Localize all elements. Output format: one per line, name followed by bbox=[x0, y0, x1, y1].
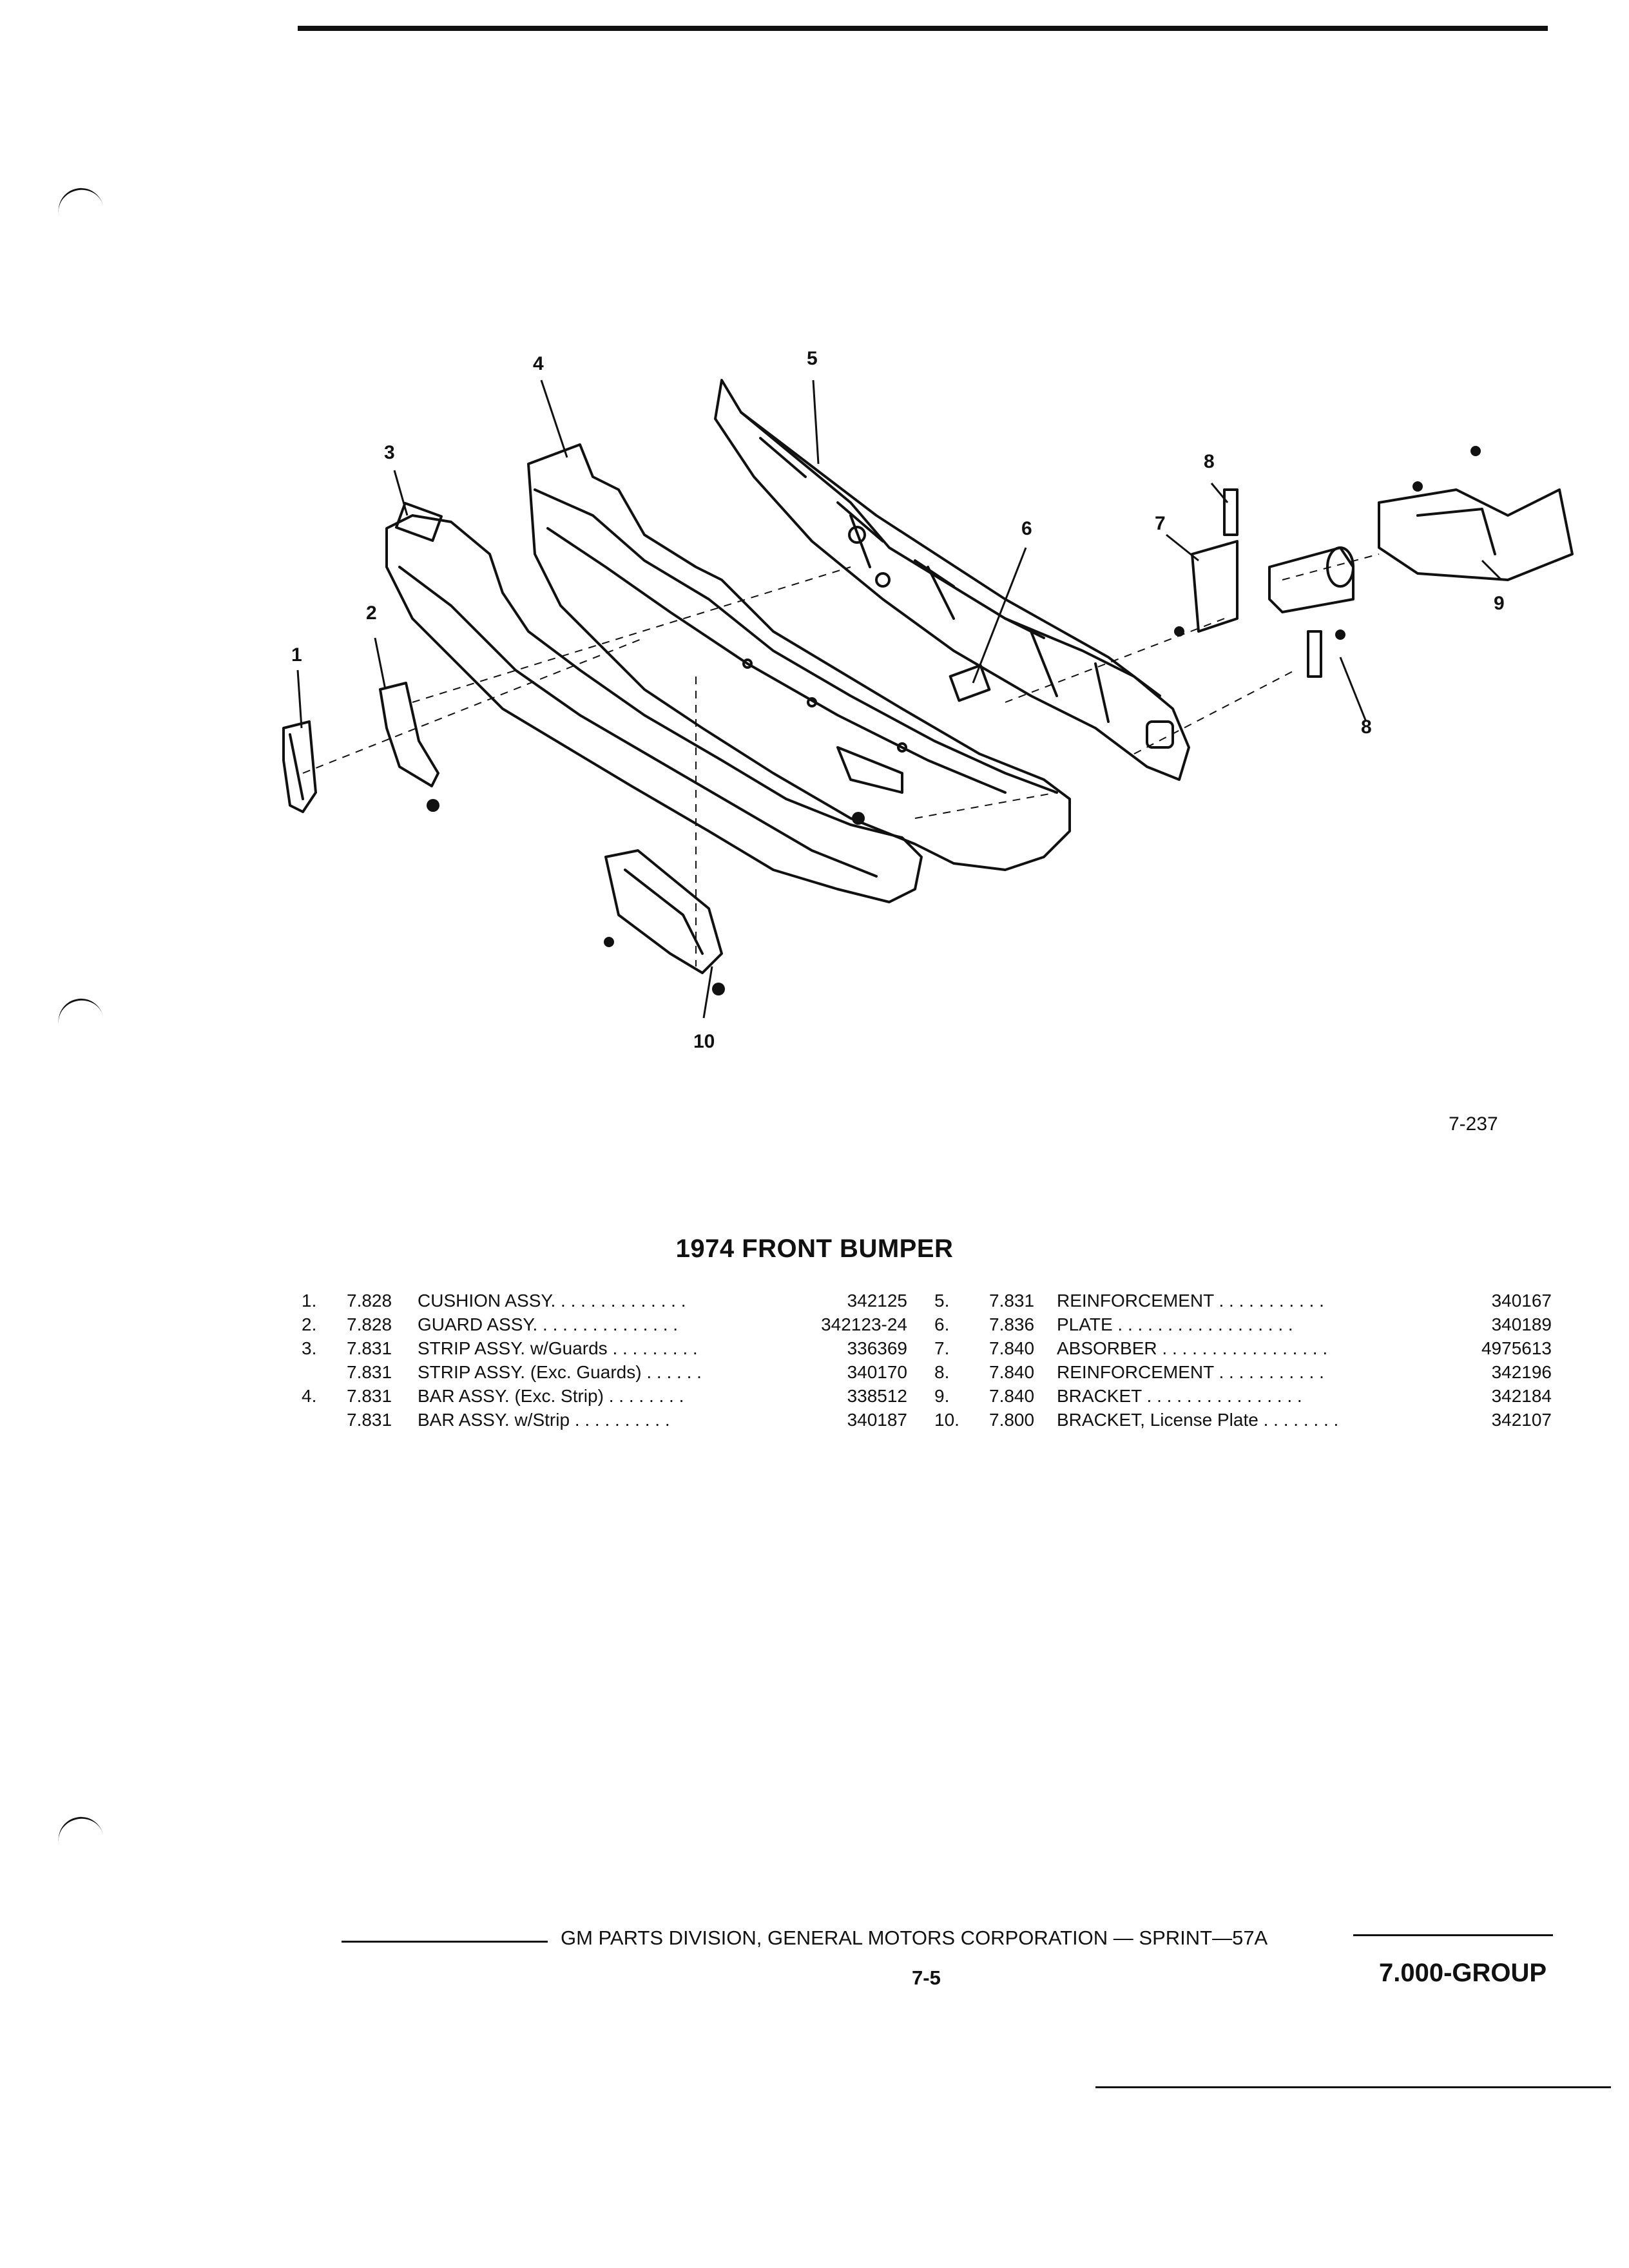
part-license-bracket bbox=[604, 849, 723, 974]
item-index: 6. bbox=[934, 1314, 950, 1334]
group-number: 7.831 bbox=[347, 1362, 392, 1382]
item-index: 10. bbox=[934, 1410, 959, 1430]
parts-row: 7. 7.840 ABSORBER . . . . . . . . . . . … bbox=[934, 1336, 1552, 1360]
part-description: BRACKET, License Plate . . . . . . . . bbox=[1057, 1410, 1339, 1430]
group-number: 7.831 bbox=[347, 1410, 392, 1430]
callout-2: 2 bbox=[366, 602, 377, 624]
group-number: 7.840 bbox=[989, 1362, 1035, 1382]
part-strip bbox=[385, 501, 923, 903]
part-description: ABSORBER . . . . . . . . . . . . . . . .… bbox=[1057, 1338, 1328, 1358]
part-description: STRIP ASSY. (Exc. Guards) . . . . . . bbox=[418, 1362, 702, 1382]
parts-row: 5. 7.831 REINFORCEMENT . . . . . . . . .… bbox=[934, 1289, 1552, 1312]
part-reinforcement bbox=[714, 379, 1190, 781]
parts-list-right: 5. 7.831 REINFORCEMENT . . . . . . . . .… bbox=[934, 1289, 1552, 1432]
item-index: 3. bbox=[302, 1338, 317, 1358]
callout-4: 4 bbox=[533, 353, 544, 374]
part-number: 336369 bbox=[847, 1338, 907, 1358]
group-number: 7.831 bbox=[989, 1291, 1035, 1311]
part-description: REINFORCEMENT . . . . . . . . . . . bbox=[1057, 1362, 1324, 1382]
binder-mark bbox=[54, 1812, 107, 1862]
part-number: 4975613 bbox=[1481, 1338, 1552, 1358]
group-number: 7.831 bbox=[347, 1386, 392, 1406]
callout-8-top: 8 bbox=[1204, 451, 1215, 472]
footer-rule-right bbox=[1353, 1934, 1553, 1936]
page-number: 7-5 bbox=[912, 1966, 941, 1989]
figure-number: 7-237 bbox=[1449, 1113, 1498, 1135]
parts-row: 3. 7.831 STRIP ASSY. w/Guards . . . . . … bbox=[302, 1336, 907, 1360]
part-guard bbox=[379, 682, 439, 787]
callout-6: 6 bbox=[1021, 518, 1032, 539]
part-number: 342125 bbox=[847, 1291, 907, 1311]
exploded-parts-diagram bbox=[282, 379, 1574, 1019]
part-bumper-bar bbox=[527, 443, 1071, 871]
callout-1: 1 bbox=[291, 644, 302, 666]
part-description: BRACKET . . . . . . . . . . . . . . . . bbox=[1057, 1386, 1302, 1406]
part-description: CUSHION ASSY. . . . . . . . . . . . . . bbox=[418, 1291, 686, 1311]
item-index: 5. bbox=[934, 1291, 950, 1311]
group-number: 7.831 bbox=[347, 1338, 392, 1358]
callout-10: 10 bbox=[693, 1031, 715, 1052]
item-index: 4. bbox=[302, 1386, 317, 1406]
part-number: 340170 bbox=[847, 1362, 907, 1382]
callout-5: 5 bbox=[807, 348, 818, 369]
page-title: 1974 FRONT BUMPER bbox=[675, 1235, 954, 1263]
part-number: 340167 bbox=[1491, 1291, 1552, 1311]
bottom-rule bbox=[1095, 2086, 1611, 2088]
part-number: 342123-24 bbox=[821, 1314, 907, 1334]
group-number: 7.840 bbox=[989, 1386, 1035, 1406]
parts-list-left: 1. 7.828 CUSHION ASSY. . . . . . . . . .… bbox=[302, 1289, 907, 1432]
part-description: GUARD ASSY. . . . . . . . . . . . . . . bbox=[418, 1314, 679, 1334]
parts-row: 4. 7.831 BAR ASSY. (Exc. Strip) . . . . … bbox=[302, 1384, 907, 1408]
part-number: 340189 bbox=[1491, 1314, 1552, 1334]
part-description: STRIP ASSY. w/Guards . . . . . . . . . bbox=[418, 1338, 698, 1358]
part-absorber bbox=[949, 488, 1574, 702]
part-description: BAR ASSY. (Exc. Strip) . . . . . . . . bbox=[418, 1386, 684, 1406]
part-number: 338512 bbox=[847, 1386, 907, 1406]
part-number: 342184 bbox=[1491, 1386, 1552, 1406]
parts-row: 2. 7.828 GUARD ASSY. . . . . . . . . . .… bbox=[302, 1312, 907, 1336]
part-number: 342196 bbox=[1491, 1362, 1552, 1382]
group-number: 7.836 bbox=[989, 1314, 1035, 1334]
item-index: 2. bbox=[302, 1314, 317, 1334]
part-description: PLATE . . . . . . . . . . . . . . . . . … bbox=[1057, 1314, 1293, 1334]
group-label: 7.000-GROUP bbox=[1379, 1959, 1547, 1987]
part-description: REINFORCEMENT . . . . . . . . . . . bbox=[1057, 1291, 1324, 1311]
callout-8-bottom: 8 bbox=[1361, 716, 1372, 738]
group-number: 7.828 bbox=[347, 1291, 392, 1311]
part-cushion bbox=[282, 720, 317, 813]
parts-row: 1. 7.828 CUSHION ASSY. . . . . . . . . .… bbox=[302, 1289, 907, 1312]
item-index: 8. bbox=[934, 1362, 950, 1382]
callout-3: 3 bbox=[384, 442, 395, 463]
footer-rule-left bbox=[342, 1941, 548, 1943]
parts-row: 7.831 STRIP ASSY. (Exc. Guards) . . . . … bbox=[302, 1360, 907, 1384]
group-number: 7.828 bbox=[347, 1314, 392, 1334]
publisher-line: GM PARTS DIVISION, GENERAL MOTORS CORPOR… bbox=[561, 1927, 1268, 1949]
parts-row: 10. 7.800 BRACKET, License Plate . . . .… bbox=[934, 1408, 1552, 1432]
group-number: 7.840 bbox=[989, 1338, 1035, 1358]
callout-9: 9 bbox=[1494, 593, 1505, 614]
group-number: 7.800 bbox=[989, 1410, 1035, 1430]
parts-row: 7.831 BAR ASSY. w/Strip . . . . . . . . … bbox=[302, 1408, 907, 1432]
parts-row: 6. 7.836 PLATE . . . . . . . . . . . . .… bbox=[934, 1312, 1552, 1336]
parts-row: 8. 7.840 REINFORCEMENT . . . . . . . . .… bbox=[934, 1360, 1552, 1384]
top-rule bbox=[298, 26, 1548, 31]
parts-row: 9. 7.840 BRACKET . . . . . . . . . . . .… bbox=[934, 1384, 1552, 1408]
item-index: 9. bbox=[934, 1386, 950, 1406]
callout-7: 7 bbox=[1155, 513, 1166, 534]
part-number: 342107 bbox=[1491, 1410, 1552, 1430]
item-index: 7. bbox=[934, 1338, 950, 1358]
item-index: 1. bbox=[302, 1291, 317, 1311]
part-description: BAR ASSY. w/Strip . . . . . . . . . . bbox=[418, 1410, 670, 1430]
part-number: 340187 bbox=[847, 1410, 907, 1430]
